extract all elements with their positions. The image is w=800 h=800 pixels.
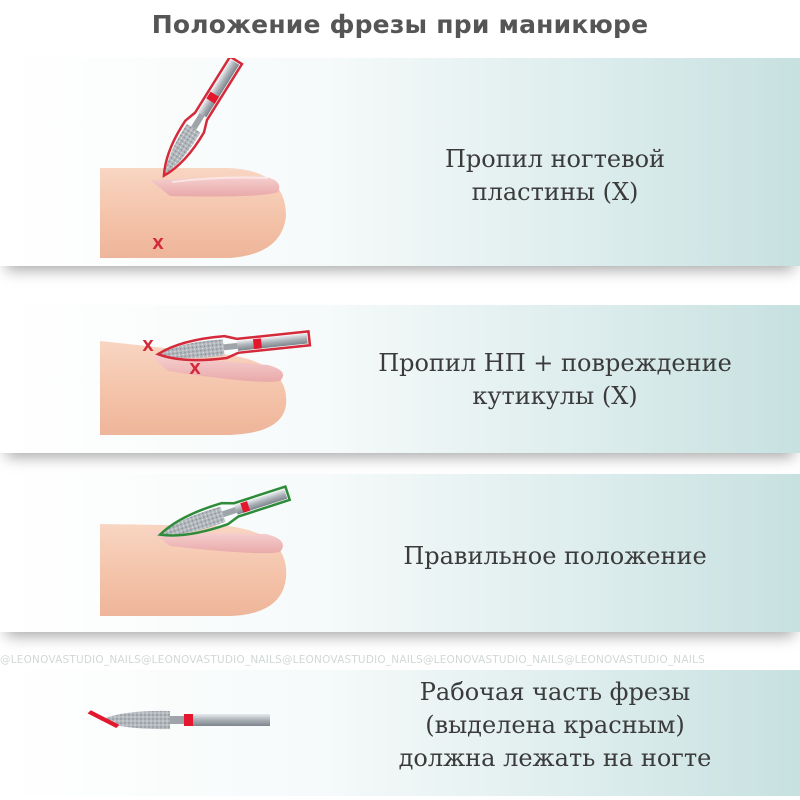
panel-working-part: Рабочая часть фрезы (выделена красным) д… <box>0 670 800 796</box>
finger <box>100 524 287 616</box>
panel-cuticle-damage: X X Пропил НП + повреждение кутикулы (Х) <box>0 305 800 453</box>
error-mark: X <box>152 235 164 253</box>
caption-line: Рабочая часть фрезы <box>419 678 691 706</box>
caption: Рабочая часть фрезы (выделена красным) д… <box>330 676 780 775</box>
bur-tool <box>162 58 244 178</box>
caption-line: (выделена красным) <box>425 711 685 739</box>
bur-tool <box>155 329 312 362</box>
panel-correct-position: Правильное положение <box>0 474 800 632</box>
caption-line: Пропил ногтевой <box>444 145 666 173</box>
panel-nail-plate-cut: X Пропил ногтевой пластины (Х) <box>0 58 800 266</box>
bur-tool <box>157 484 292 537</box>
caption-line: пластины (Х) <box>471 178 639 206</box>
finger-bur-illustration: X X <box>100 329 312 435</box>
bur-illustration <box>87 710 270 730</box>
caption: Пропил НП + повреждение кутикулы (Х) <box>330 347 780 413</box>
error-mark: X <box>189 360 201 378</box>
caption-line: Пропил НП + повреждение <box>378 349 732 377</box>
bur-tool <box>87 710 270 730</box>
page-title: Положение фрезы при маникюре <box>151 10 649 39</box>
caption: Правильное положение <box>330 540 780 573</box>
caption: Пропил ногтевой пластины (Х) <box>330 143 780 209</box>
finger <box>100 168 286 258</box>
finger-bur-illustration: X <box>100 58 286 258</box>
caption-line: кутикулы (Х) <box>472 382 638 410</box>
finger <box>100 341 287 435</box>
caption-line: Правильное положение <box>403 542 707 570</box>
finger-bur-illustration <box>100 484 292 616</box>
watermark: @LEONOVASTUDIO_NAILS@LEONOVASTUDIO_NAILS… <box>0 654 705 666</box>
caption-line: должна лежать на ногте <box>398 744 712 772</box>
error-mark: X <box>142 337 154 355</box>
